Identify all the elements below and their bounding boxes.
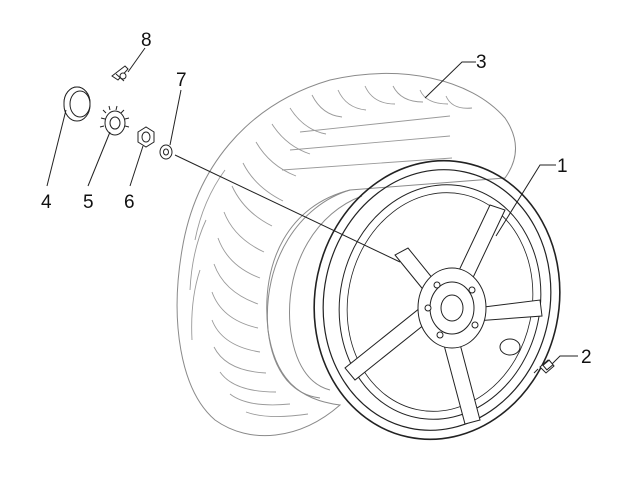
rim xyxy=(313,159,561,441)
callout-1: 1 xyxy=(557,156,568,177)
leader-2 xyxy=(551,355,578,365)
callout-5: 5 xyxy=(83,192,94,213)
axle-line xyxy=(174,154,401,263)
leader-8 xyxy=(127,47,146,73)
callout-labels: 1 2 3 4 5 6 7 8 xyxy=(41,30,592,368)
rim-hub xyxy=(417,267,487,349)
hub-cap xyxy=(63,86,91,122)
leader-4 xyxy=(46,109,67,187)
valve-boss xyxy=(499,338,521,356)
callout-6: 6 xyxy=(124,192,135,213)
split-pin xyxy=(111,65,129,82)
leader-1 xyxy=(495,164,556,237)
leader-3 xyxy=(424,61,476,99)
callout-3: 3 xyxy=(476,52,487,73)
drive-gear xyxy=(99,105,130,136)
callout-4: 4 xyxy=(41,192,52,213)
leader-7 xyxy=(169,89,182,146)
callout-2: 2 xyxy=(581,347,592,368)
callout-7: 7 xyxy=(176,70,187,91)
washer xyxy=(159,144,173,160)
axle-nut xyxy=(137,126,155,148)
tire xyxy=(176,73,516,437)
tire-valve xyxy=(533,359,555,374)
callout-8: 8 xyxy=(141,30,152,51)
tire-tread xyxy=(189,85,473,417)
leader-5 xyxy=(87,131,111,187)
leader-lines xyxy=(46,47,578,365)
leader-6 xyxy=(129,145,144,187)
